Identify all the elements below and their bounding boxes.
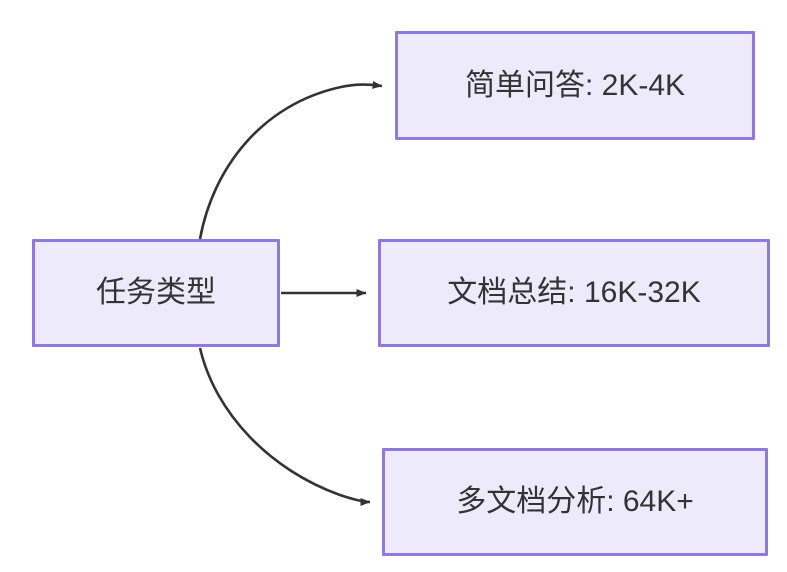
node-document-summary[interactable]: 文档总结: 16K-32K: [378, 239, 770, 347]
edge-root-to-simple: [198, 80, 383, 240]
node-task-type[interactable]: 任务类型: [32, 239, 280, 347]
node-task-type-label: 任务类型: [96, 276, 216, 309]
node-multi-document-analysis-label: 多文档分析: 64K+: [456, 485, 694, 518]
node-simple-qa-label: 简单问答: 2K-4K: [464, 68, 686, 102]
node-multi-document-analysis[interactable]: 多文档分析: 64K+: [382, 448, 768, 556]
node-simple-qa[interactable]: 简单问答: 2K-4K: [395, 31, 755, 140]
edge-root-to-multi: [198, 347, 371, 506]
node-document-summary-label: 文档总结: 16K-32K: [447, 276, 701, 309]
